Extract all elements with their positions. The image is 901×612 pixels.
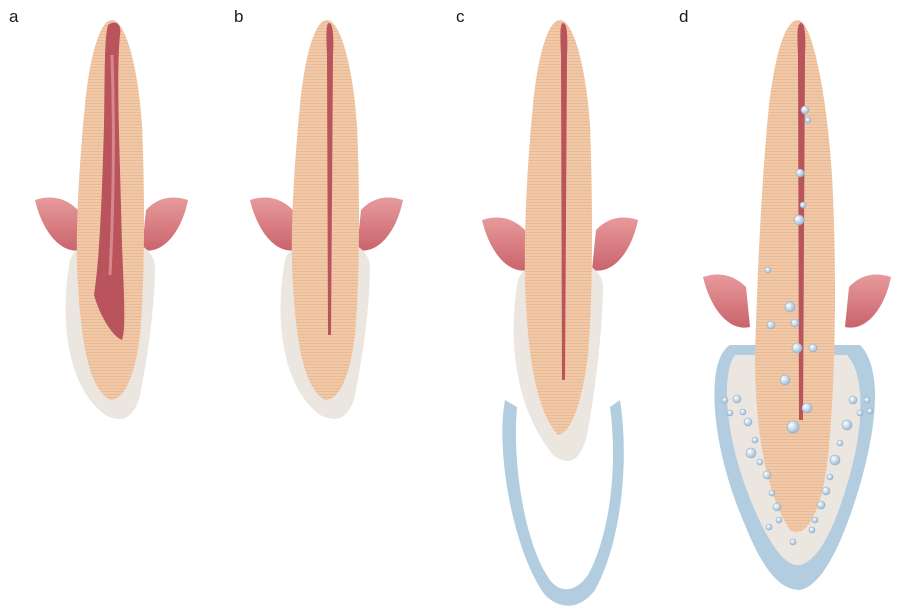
gingiva-right [357, 197, 403, 250]
dentin [755, 20, 835, 532]
gingiva-right [142, 197, 188, 250]
dentin [292, 20, 359, 400]
gingiva-left [250, 197, 297, 250]
tooth-c [470, 15, 650, 612]
gingiva-right [845, 274, 891, 327]
panel-label-b: b [234, 7, 243, 27]
tooth-b [245, 15, 410, 435]
panel-label-d: d [679, 7, 688, 27]
panel-label-a: a [9, 7, 18, 27]
dentin [525, 20, 592, 435]
gingiva-left [703, 274, 750, 327]
panel-label-c: c [456, 7, 465, 27]
gingiva-left [35, 197, 82, 250]
tooth-d [695, 15, 895, 605]
gingiva-left [482, 217, 529, 270]
gingiva-right [592, 217, 638, 270]
tooth-a [30, 15, 195, 435]
